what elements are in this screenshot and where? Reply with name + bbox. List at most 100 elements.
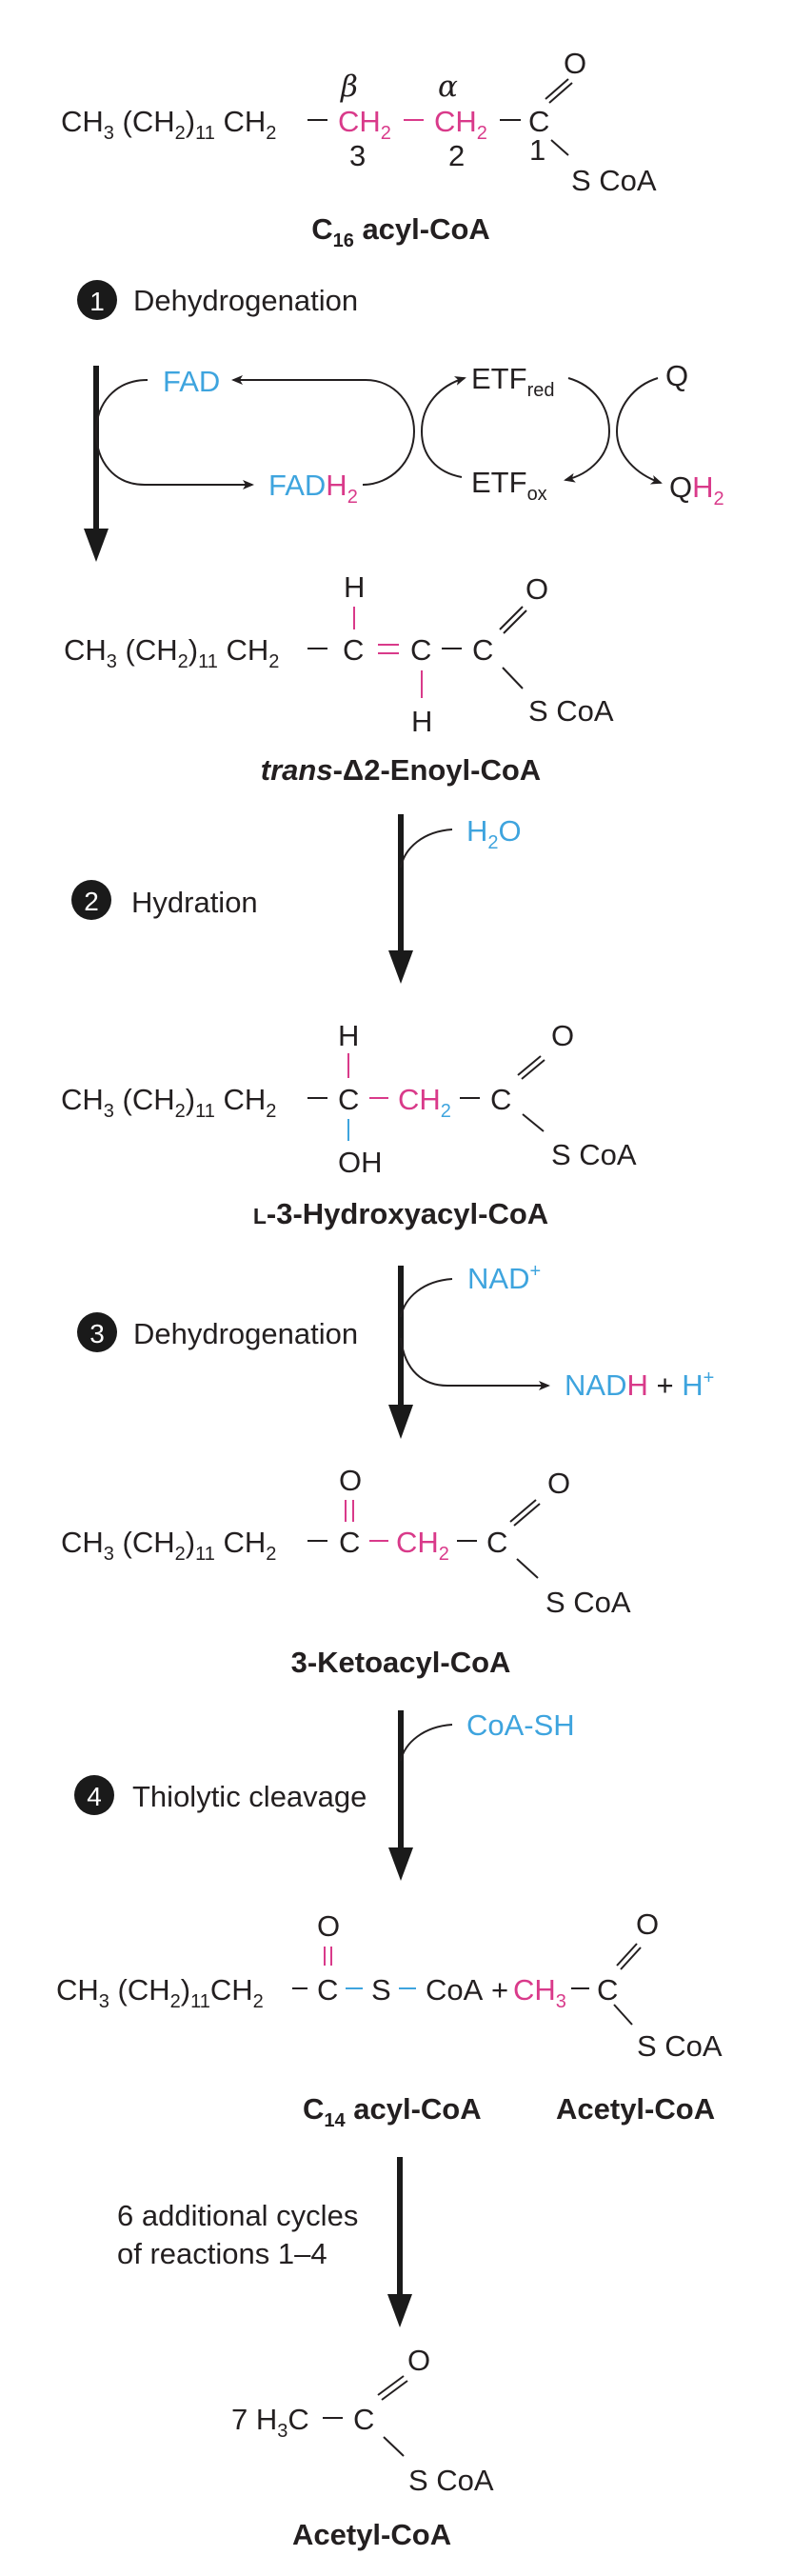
reaction-arrow-head-icon (388, 1847, 413, 1881)
c16-acyl-coa-structure: CH3 (CH2)11 CH2 CH2 CH2 C O S CoA β α 3 … (61, 47, 657, 251)
subscript: 2 (439, 1544, 449, 1565)
nad-reagent: NAD+ (467, 1261, 541, 1295)
formula-segment: C (287, 2403, 308, 2436)
formula-segment: CoA-SH (466, 1708, 575, 1742)
formula-segment: L (253, 1204, 267, 1228)
double-bond (503, 609, 527, 634)
formula-segment: ) (188, 633, 198, 667)
c3-carbon: C (338, 1083, 359, 1116)
ketoacyl-coa-structure: CH3 (CH2)11 CH2 C O CH2 C O S CoA 3-Keto… (61, 1464, 631, 1679)
formula-segment: acyl-CoA (354, 212, 490, 246)
formula-segment: FAD (268, 469, 326, 502)
formula-segment: CH (61, 105, 104, 138)
subscript: 11 (198, 651, 218, 672)
subscript: 2 (487, 832, 498, 853)
c2-carbon: C (410, 633, 431, 667)
carbonyl-oxygen: O (547, 1467, 570, 1500)
q-label: Q (665, 359, 688, 392)
beta-ch2: CH2 (338, 105, 391, 144)
hydrogen-bottom: H (411, 705, 432, 738)
carbon-number-2: 2 (448, 139, 465, 172)
final-acetyl-coa-title: Acetyl-CoA (292, 2518, 451, 2551)
carbonyl-carbon: C (472, 633, 493, 667)
formula-segment: ) (186, 1526, 195, 1559)
formula-segment: CH (338, 105, 381, 138)
single-bond (502, 667, 524, 689)
formula-segment: CH (218, 633, 268, 667)
subscript: 2 (381, 123, 391, 144)
reaction-arrow-head-icon (388, 950, 413, 984)
subscript: 3 (104, 123, 114, 144)
double-bond (521, 1059, 545, 1080)
sulfur: S (371, 1973, 391, 2007)
formula-segment: CH (215, 105, 266, 138)
subscript: 2 (268, 651, 279, 672)
formula-segment: CH (64, 633, 107, 667)
chain-formula: CH3 (CH2)11 CH2 (61, 1083, 276, 1122)
double-bond (545, 78, 569, 100)
carbonyl-carbon: C (528, 105, 549, 138)
formula-segment: + (648, 1368, 682, 1402)
scoa-group: S CoA (528, 694, 614, 728)
subscript: 3 (99, 1991, 109, 2012)
hydrogen: H (338, 1019, 359, 1052)
step-number-badge (74, 1775, 114, 1815)
subscript: 2 (170, 1991, 181, 2012)
subscript: 11 (195, 1544, 215, 1565)
thiolysis-products: CH3 (CH2)11CH2 C O S CoA + CH3 C O S CoA… (56, 1907, 723, 2131)
step-number: 4 (87, 1782, 102, 1811)
subscript: 11 (190, 1991, 210, 2012)
acyl-carbon: C (317, 1973, 338, 2007)
formula-segment: (CH (117, 633, 178, 667)
subscript: 3 (107, 651, 117, 672)
superscript: + (704, 1368, 715, 1388)
formula-segment: (CH (114, 105, 175, 138)
single-bond (550, 139, 569, 156)
double-bond (548, 82, 573, 104)
product-arrow (400, 1337, 550, 1390)
step-number-badge (71, 880, 111, 920)
step-number-badge (77, 280, 117, 320)
fadh2-loop (362, 379, 416, 486)
subscript: 11 (195, 123, 215, 144)
step-4-thiolysis: CoA-SH 4 Thiolytic cleavage (74, 1708, 575, 1881)
scoa-group: S CoA (545, 1586, 631, 1619)
subscript: 3 (556, 1991, 566, 2012)
subscript: 14 (324, 2110, 346, 2131)
electron-transfer-cycle: FAD FADH2 ETFred ETFox Q QH2 (84, 359, 724, 562)
additional-cycles-step: 6 additional cycles of reactions 1–4 (117, 2157, 412, 2327)
formula-segment: CH (56, 1973, 99, 2007)
methyl-group: CH3 (513, 1973, 566, 2012)
coa-group: CoA (426, 1973, 484, 2007)
reaction-arrow-head-icon (84, 529, 109, 562)
carbonyl-oxygen: O (551, 1019, 574, 1052)
subscript: 2 (266, 1544, 276, 1565)
single-bond (522, 1113, 545, 1132)
cycles-note-line2: of reactions 1–4 (117, 2237, 327, 2270)
q-reduction-arrow (615, 377, 663, 485)
scoa-group: S CoA (637, 2029, 723, 2063)
scoa-group: S CoA (551, 1138, 637, 1171)
carbonyl-oxygen: O (564, 47, 586, 80)
formula-segment: ) (186, 105, 195, 138)
coash-reagent: CoA-SH (466, 1708, 575, 1742)
subscript: 2 (714, 489, 724, 509)
hydrogen-top: H (344, 570, 365, 604)
formula-segment: Acetyl-CoA (556, 2092, 715, 2126)
formula-segment: H (692, 470, 713, 504)
nadh-product: NADH + H+ (565, 1368, 714, 1402)
step-number: 1 (89, 287, 105, 316)
step-number: 3 (89, 1319, 105, 1348)
formula-segment: FAD (163, 365, 220, 398)
formula-segment: H (682, 1368, 703, 1402)
formula-segment: CH (210, 1973, 253, 2007)
c14-acyl-coa-title: C14 acyl-CoA (303, 2092, 482, 2131)
formula-segment: H (626, 1368, 647, 1402)
subscript: 2 (266, 123, 276, 144)
subscript: 2 (477, 123, 487, 144)
formula-segment: CH (434, 105, 477, 138)
double-bond (509, 1499, 537, 1523)
etf-red-label: ETFred (471, 362, 554, 401)
subscript: 2 (175, 1101, 186, 1122)
formula-segment: C (303, 2092, 324, 2126)
